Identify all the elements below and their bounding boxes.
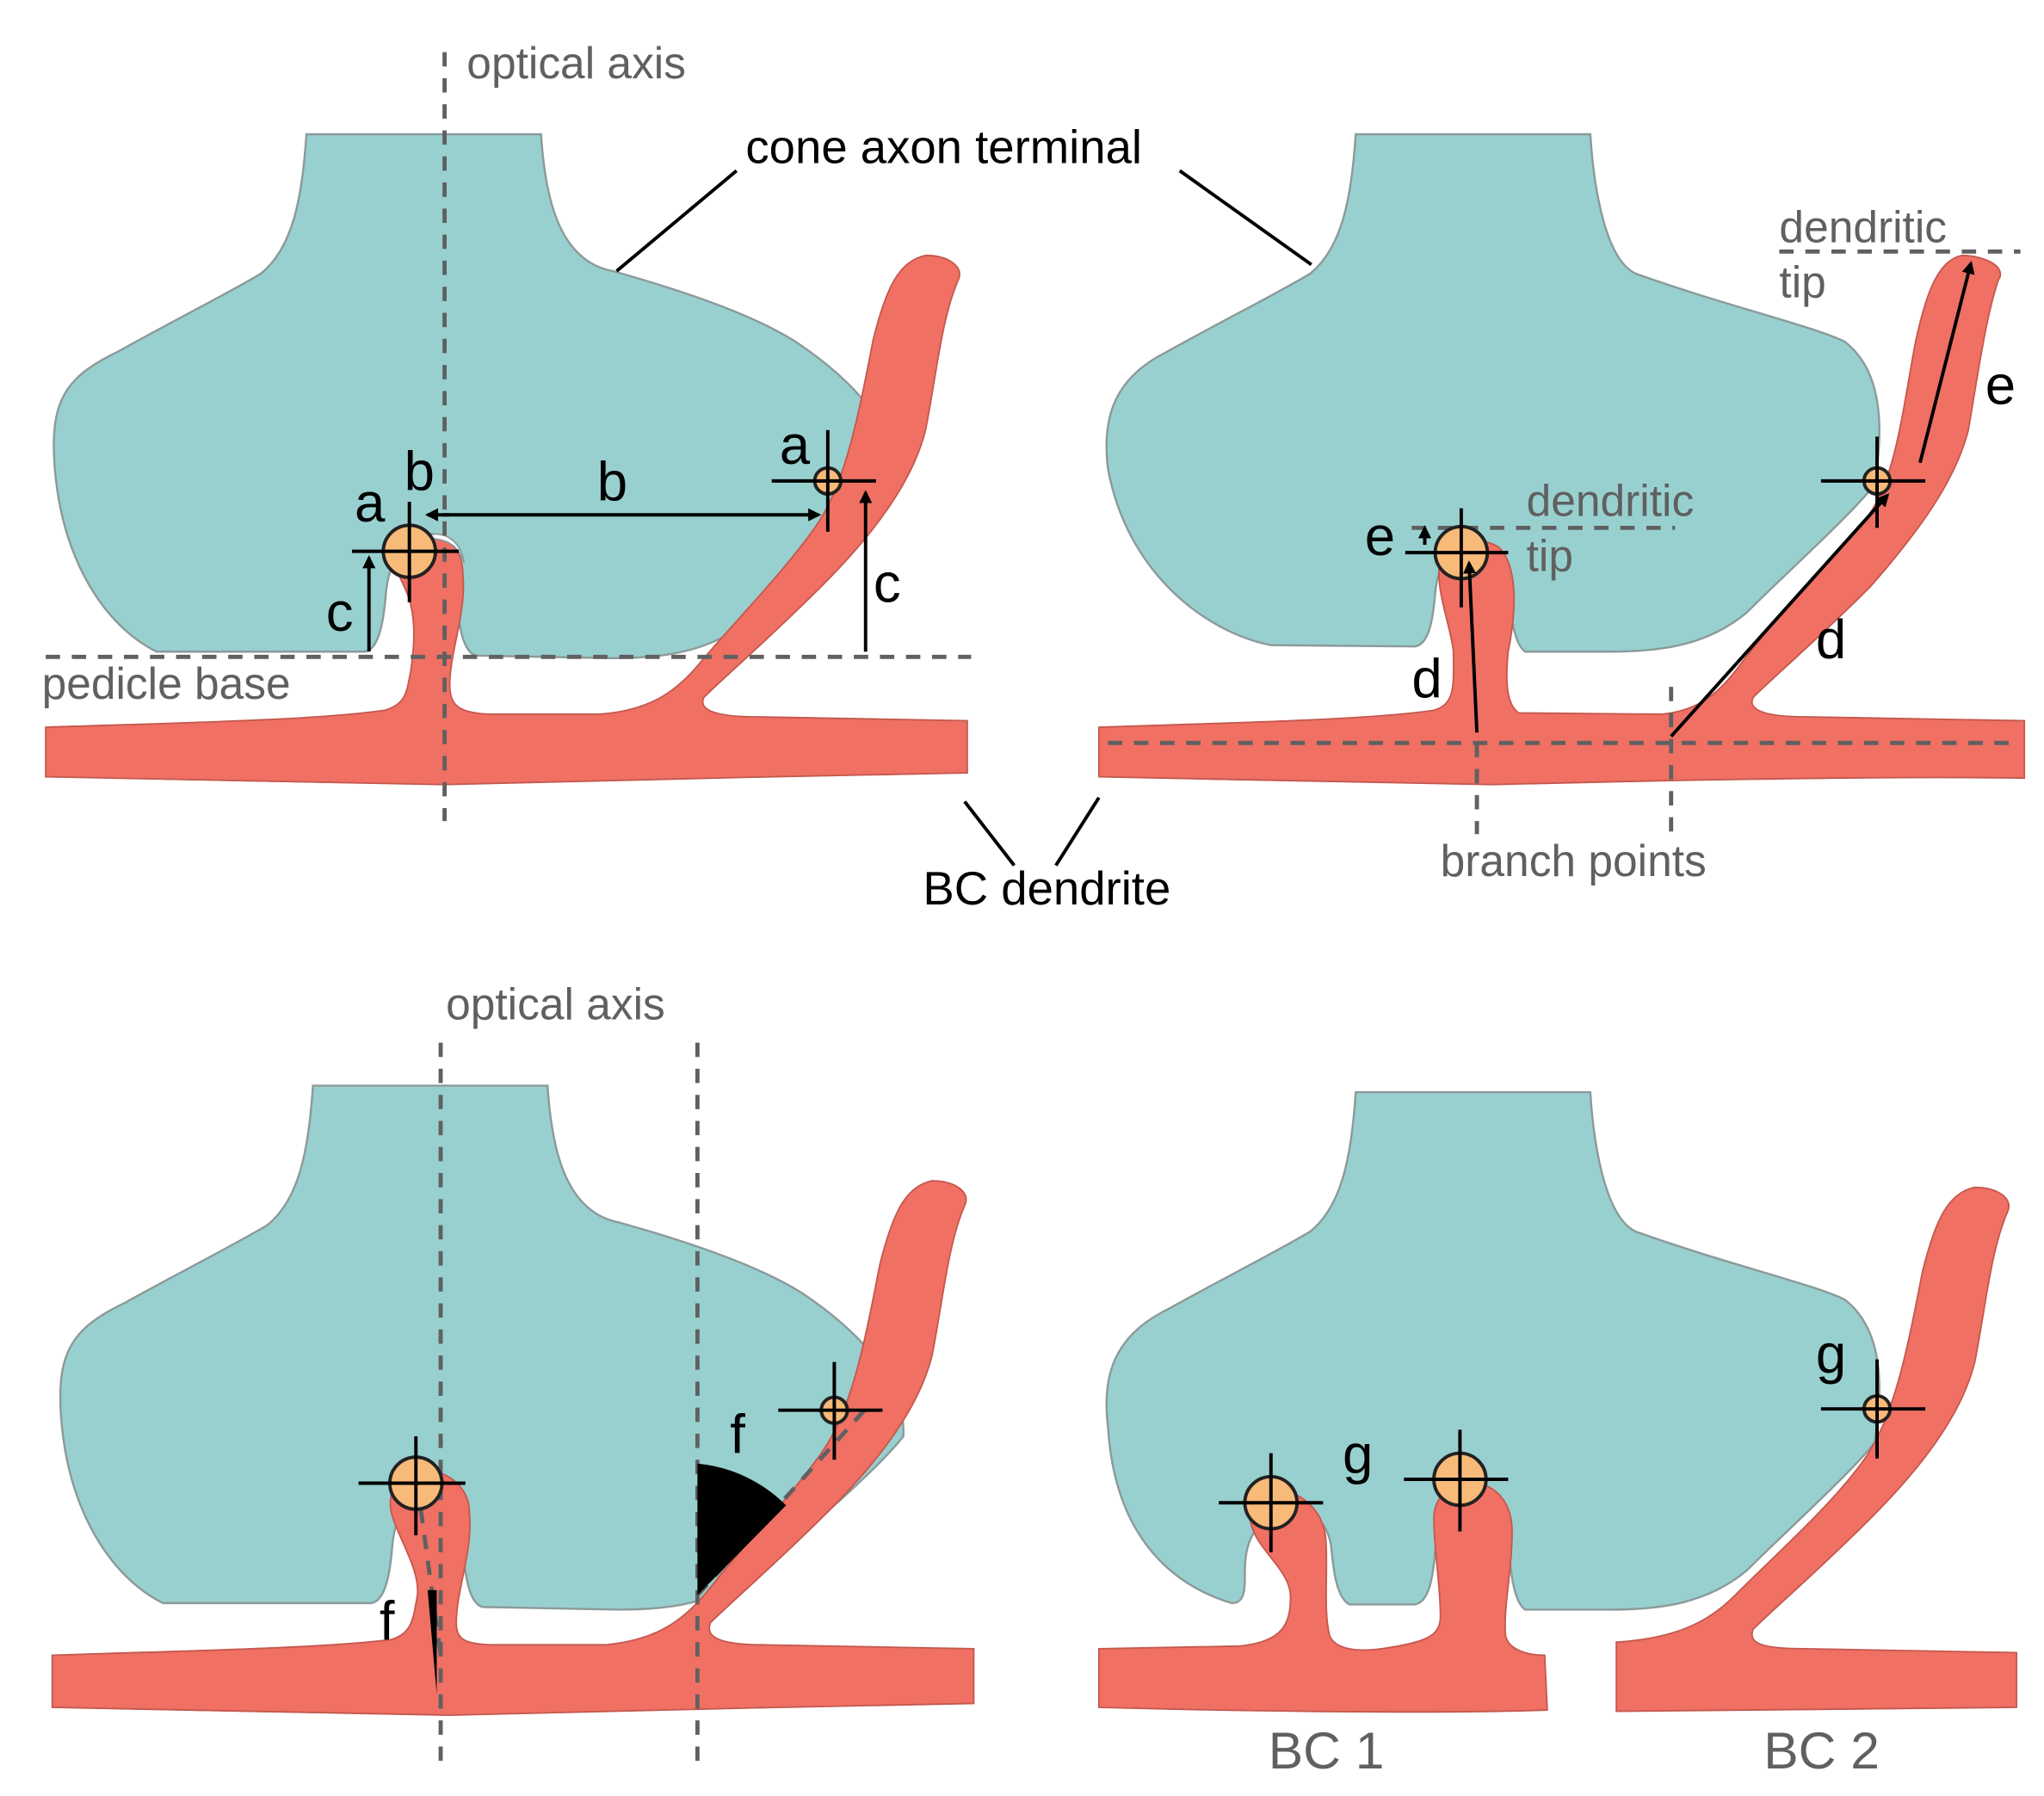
label-g-right: g	[1816, 1324, 1846, 1385]
d-arrow-left	[1462, 560, 1479, 733]
bc-dendrite-shape	[45, 254, 968, 786]
label-g-left: g	[1343, 1423, 1373, 1484]
dendritic-tip-label-left: dendritic	[1527, 476, 1695, 526]
branch-points-label: branch points	[1441, 836, 1707, 886]
bc1-label: BC 1	[1269, 1721, 1385, 1780]
e-arrow-right	[1918, 260, 1975, 464]
label-c-right: c	[874, 553, 901, 614]
ribbon-site-bc2	[1820, 1359, 1926, 1459]
leader-line-cone-left	[615, 169, 738, 273]
panel-b: branch points dendritic tip dendritic ti…	[1097, 133, 2026, 886]
ribbon-site-bc1-right	[1404, 1429, 1509, 1532]
ribbon-site-right	[1820, 436, 1926, 528]
synaptic-cleft-left	[429, 533, 466, 564]
angle-f-left	[427, 1589, 437, 1694]
ribbon-site-left	[358, 1435, 466, 1536]
pedicle-base-label: pedicle base	[42, 658, 291, 708]
dendritic-tip-label-left-2: tip	[1527, 530, 1573, 580]
label-a-right: a	[780, 415, 811, 476]
dendritic-tip-label-right-2: tip	[1779, 256, 1825, 306]
bc2-label: BC 2	[1763, 1721, 1880, 1780]
label-f-right: f	[730, 1404, 745, 1466]
bc-dendrite-label: BC dendrite	[923, 862, 1170, 915]
cone-axon-terminal-label: cone axon terminal	[745, 120, 1142, 173]
label-f-left: f	[380, 1590, 395, 1651]
leader-line-bc-left	[963, 800, 1016, 867]
dendrite-direction-line-left	[415, 1483, 443, 1656]
cone-axon-terminal-shape	[52, 133, 898, 660]
label-b-left: b	[404, 441, 435, 502]
panel-a: optical axis pedicle base a a b b c c	[42, 38, 972, 822]
label-a-left: a	[355, 472, 386, 534]
bc2-dendrite-shape	[1615, 1186, 2017, 1713]
label-e-right: e	[1985, 355, 2016, 416]
ribbon-site-bc1-left	[1219, 1453, 1324, 1552]
ribbon-site-right	[778, 1361, 883, 1460]
ribbon-site-left	[352, 502, 460, 602]
d-arrow-right	[1670, 493, 1890, 738]
label-d-right: d	[1816, 609, 1846, 670]
panel-c: optical axis f f	[51, 978, 975, 1773]
leader-line-bc-right	[1054, 796, 1101, 867]
bc-dendrite-shape	[51, 1180, 975, 1717]
dendritic-tip-label-right: dendritic	[1779, 202, 1947, 252]
label-d-left: d	[1411, 648, 1442, 709]
dendrite-direction-line-right	[695, 1406, 869, 1597]
label-b-mid: b	[597, 452, 627, 513]
leader-line-cone-right	[1178, 169, 1312, 267]
label-c-left: c	[326, 582, 354, 643]
panel-d: g g BC 1 BC 2	[1097, 1090, 2017, 1780]
ribbon-site-right	[771, 429, 876, 532]
cone-axon-terminal-shape	[1105, 1090, 1880, 1611]
angle-f-right	[697, 1463, 787, 1595]
optical-axis-label: optical axis	[446, 978, 665, 1028]
optical-axis-label: optical axis	[466, 38, 686, 88]
label-e-left: e	[1365, 506, 1395, 567]
